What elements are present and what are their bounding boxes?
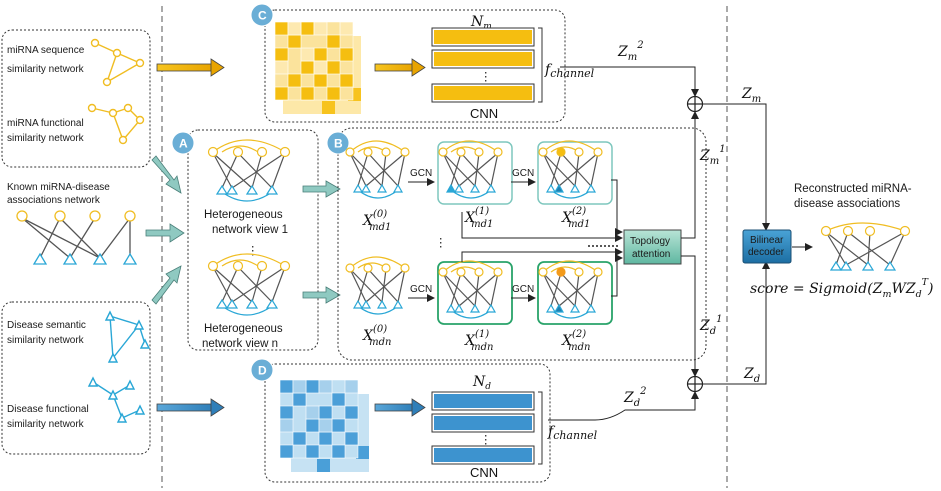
gcn-input-network-1 (345, 140, 410, 199)
gcn-label-1a: GCN (410, 168, 432, 179)
sum-node-d (686, 375, 704, 393)
connector-md1-1-to-topology (461, 212, 623, 242)
arrow-disease-to-a (151, 265, 182, 305)
arrow-d-matrix-to-cnn (374, 398, 426, 417)
connector-mdn-1-to-topology (461, 248, 623, 262)
flow-zd (703, 261, 770, 385)
module-a-viewn-label: Heterogeneous network view n (202, 323, 286, 350)
arrow-mirna-to-a (151, 155, 182, 194)
arrow-a-to-b-n (302, 286, 341, 304)
module-b-badge (326, 131, 350, 155)
x-md1-2-label: X(2)md1 (561, 206, 590, 230)
reconstructed-label: Reconstructed miRNA- disease association… (794, 183, 915, 210)
score-formula: score = Sigmoid(ZmWZdT) (750, 277, 933, 300)
module-c-n-label: Nm (470, 14, 492, 32)
module-d-badge-label: D (258, 364, 267, 378)
disease-functional-label: Disease functional similarity network (7, 404, 92, 430)
mirna-functional-network-icon (87, 103, 145, 145)
disease-semantic-label: Disease semantic similarity network (7, 320, 89, 346)
zm2-label: Zm2 (617, 40, 644, 63)
module-d-matrix (279, 379, 369, 472)
module-c-matrix (274, 21, 361, 114)
connector-md1-2-to-topology (611, 179, 623, 236)
module-c-ellipsis: ⋮ (480, 71, 492, 83)
mirna-input-panel (1, 29, 151, 168)
topology-attention-label: Topology attention (630, 236, 673, 260)
module-c-cnn-label: CNN (470, 106, 498, 121)
module-c-f-label: fchannel (544, 62, 595, 80)
heterogeneous-network-icon-1 (207, 139, 291, 202)
disease-input-panel (1, 301, 151, 455)
x-mdn-1-label: X(1)mdn (464, 329, 493, 353)
mirna-sequence-network-icon (90, 38, 145, 87)
x-md1-1-label: X(1)md1 (464, 206, 493, 230)
flow-zm2 (560, 66, 699, 97)
gcn-input-network-n (345, 256, 410, 315)
arrow-disease-to-d (156, 398, 225, 417)
gcn-network-mdn-2 (538, 260, 603, 319)
x-md1-0-label: X(0)md1 (362, 209, 391, 233)
topology-attention-box (623, 229, 682, 265)
module-d-cnn-label: CNN (470, 465, 498, 480)
zd1-label: Zd1 (699, 314, 723, 337)
gcn-network-md1-2 (538, 140, 603, 199)
flow-zm1 (681, 111, 699, 239)
arrow-mirna-to-c (156, 58, 225, 77)
mirna-sequence-label: miRNA sequence (7, 45, 85, 56)
module-a-badge (171, 131, 195, 155)
connector-mdn-2-to-topology (611, 254, 623, 297)
x-mdn-2-label: X(2)mdn (561, 329, 590, 353)
arrow-a-to-b-1 (302, 180, 341, 198)
module-d-f-label: fchannel (547, 424, 598, 442)
module-b-badge-label: B (334, 137, 343, 151)
module-a-ellipsis: ⋮ (247, 245, 259, 257)
gcn-label-na: GCN (410, 284, 432, 295)
module-c-bracket (538, 27, 543, 103)
heterogeneous-network-icon-n (207, 253, 291, 316)
module-c-badge-label: C (258, 9, 267, 23)
module-a-panel (187, 129, 319, 351)
known-associations-network-icon (16, 210, 138, 265)
module-d-bracket (538, 391, 543, 465)
module-d-n-label: Nd (472, 374, 491, 392)
gcn-label-1b: GCN (512, 168, 534, 179)
zm-label: Zm (741, 86, 761, 105)
arrow-known-to-a (145, 223, 185, 243)
module-b-panel (337, 127, 707, 361)
module-c-panel (264, 9, 566, 123)
zm1-label: Zm1 (699, 144, 726, 167)
bilinear-decoder-label: Bilinear decoder (748, 235, 786, 258)
arrow-c-matrix-to-cnn (374, 58, 426, 77)
module-d-panel (264, 363, 551, 483)
gcn-label-nb: GCN (512, 284, 534, 295)
module-c-cnn-bars (431, 27, 535, 103)
reconstructed-network-icon (820, 222, 911, 271)
zd-label: Zd (743, 366, 760, 385)
flow-zm (703, 103, 770, 231)
module-d-cnn-bars (431, 391, 535, 465)
known-associations-label: Known miRNA-disease associations network (7, 182, 113, 206)
module-c-badge (250, 3, 274, 27)
module-b-ellipsis: ⋮ (435, 237, 447, 249)
disease-semantic-network-icon (104, 310, 151, 363)
sum-node-m (686, 95, 704, 113)
zd2-label: Zd2 (623, 386, 647, 409)
flow-zd1 (681, 255, 699, 377)
bilinear-decoder-box (742, 229, 792, 264)
disease-functional-network-icon (87, 376, 146, 423)
x-mdn-0-label: X(0)mdn (362, 324, 391, 348)
gcn-network-mdn-1 (438, 260, 503, 319)
module-a-view1-label: Heterogeneous network view 1 (204, 209, 288, 236)
flow-zd2 (548, 391, 699, 421)
module-d-badge (250, 358, 274, 382)
gcn-network-md1-1 (438, 140, 503, 199)
mirna-sequence-label-2: similarity network (7, 64, 85, 75)
module-d-ellipsis: ⋮ (480, 434, 492, 446)
module-a-badge-label: A (179, 137, 188, 151)
